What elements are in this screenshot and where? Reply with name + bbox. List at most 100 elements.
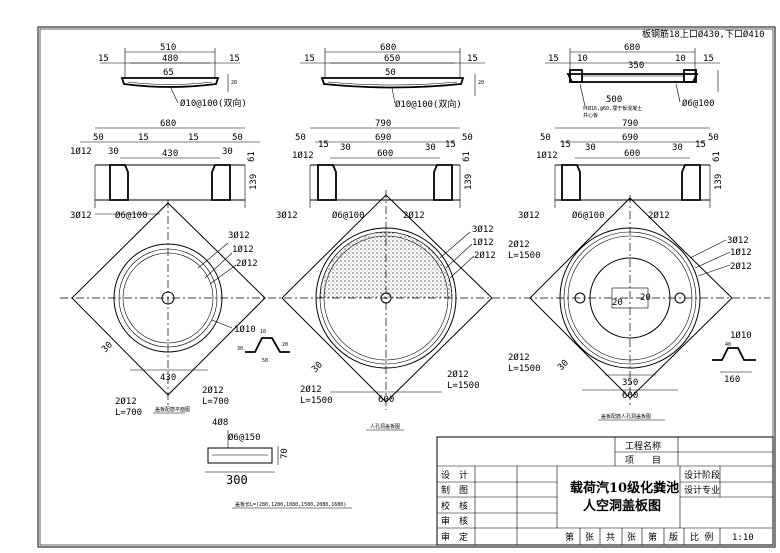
inner-border — [39, 28, 774, 546]
center-plan: 3Ø12 1Ø12 2Ø12 2Ø12 L=1500 2Ø12 L=1500 2… — [281, 190, 541, 431]
caption-left-plan: 盖板配筋平面图 — [155, 406, 190, 413]
svg-text:50: 50 — [295, 133, 306, 143]
svg-text:2Ø12: 2Ø12 — [730, 261, 752, 272]
svg-text:1Ø12: 1Ø12 — [472, 237, 494, 248]
role-draw: 制 图 — [441, 484, 468, 496]
svg-text:L=700: L=700 — [202, 397, 229, 407]
svg-text:2Ø12: 2Ø12 — [115, 396, 137, 407]
rebar-left-1012: 1Ø12 — [70, 146, 92, 157]
svg-text:2Ø12: 2Ø12 — [648, 210, 670, 221]
svg-text:2Ø12: 2Ø12 — [202, 385, 224, 396]
svg-text:3Ø12: 3Ø12 — [472, 224, 494, 235]
svg-text:L=1500: L=1500 — [508, 251, 541, 261]
svg-text:3Ø12: 3Ø12 — [727, 235, 749, 246]
svg-text:10: 10 — [260, 329, 266, 335]
svg-text:680: 680 — [160, 119, 176, 129]
svg-text:2Ø12: 2Ø12 — [508, 239, 530, 250]
svg-text:1Ø10: 1Ø10 — [730, 330, 752, 341]
rebar-left-top: Ø10@100(双向) — [180, 97, 247, 109]
svg-text:20: 20 — [478, 80, 484, 86]
svg-text:2Ø12: 2Ø12 — [508, 352, 530, 363]
svg-text:50: 50 — [262, 358, 268, 364]
left-plan: 3Ø12 1Ø12 2Ø12 1Ø10 30 430 2Ø12 L=700 2Ø… — [71, 200, 266, 418]
svg-text:15: 15 — [445, 140, 456, 150]
svg-text:15: 15 — [467, 54, 478, 64]
svg-text:1Ø12: 1Ø12 — [232, 244, 254, 255]
svg-text:61: 61 — [712, 151, 722, 162]
svg-text:500: 500 — [606, 95, 622, 105]
svg-text:30: 30 — [585, 143, 596, 153]
svg-text:3Ø12: 3Ø12 — [228, 230, 250, 241]
svg-text:Ø6@100: Ø6@100 — [332, 210, 365, 221]
svg-text:139: 139 — [249, 174, 259, 190]
center-top-elevation: 680 650 15 15 50 Ø10@100(双向) 20 — [300, 43, 485, 110]
item-label: 项 目 — [625, 455, 661, 466]
svg-text:15: 15 — [548, 54, 559, 64]
note-right-top: 板钢筋18上口Ø430,下口Ø410 — [642, 28, 765, 40]
svg-text:L=700: L=700 — [115, 408, 142, 418]
svg-text:30: 30 — [108, 147, 119, 157]
svg-text:30: 30 — [340, 143, 351, 153]
svg-text:680: 680 — [624, 43, 640, 53]
right-top-elevation: 板钢筋18上口Ø430,下口Ø410 680 10 350 10 15 15 5… — [545, 28, 765, 119]
rebar-center-top: Ø10@100(双向) — [395, 98, 462, 110]
svg-text:10: 10 — [675, 54, 686, 64]
title-block: 工程名称 项 目 设 计 制 图 校 核 审 核 审 定 载荷汽10级化粪池 人… — [436, 436, 774, 546]
svg-text:690: 690 — [622, 133, 638, 143]
right-section: 790 690 50 15 15 50 600 30 30 1Ø12 61 13… — [518, 119, 724, 221]
svg-text:50: 50 — [385, 68, 396, 78]
svg-text:790: 790 — [375, 119, 391, 129]
svg-text:3Ø12: 3Ø12 — [70, 210, 92, 221]
role-check: 校 核 — [441, 500, 468, 512]
caption-right-plan: 盖板配筋人孔洞盖板图 — [601, 413, 651, 420]
svg-text:30: 30 — [425, 143, 436, 153]
svg-text:790: 790 — [622, 119, 638, 129]
svg-text:61: 61 — [462, 151, 472, 162]
left-detail: 10 50 30 20 — [237, 329, 290, 364]
svg-text:30: 30 — [672, 143, 683, 153]
dim-left-65: 65 — [163, 68, 174, 78]
svg-text:350: 350 — [628, 61, 644, 71]
svg-text:600: 600 — [622, 391, 638, 401]
svg-text:15: 15 — [138, 133, 149, 143]
svg-text:20: 20 — [640, 293, 651, 303]
svg-text:350: 350 — [622, 378, 638, 388]
svg-text:1Ø12: 1Ø12 — [292, 150, 314, 161]
svg-text:50: 50 — [540, 133, 551, 143]
svg-text:30: 30 — [237, 346, 243, 352]
svg-text:2Ø12: 2Ø12 — [474, 250, 496, 261]
svg-text:30: 30 — [100, 340, 115, 355]
svg-text:15: 15 — [304, 54, 315, 64]
svg-text:430: 430 — [162, 149, 178, 159]
stage-label: 设计阶段 — [684, 469, 720, 481]
drawing-title-line-1: 载荷汽10级化粪池 — [570, 480, 679, 496]
svg-text:Ø6@100: Ø6@100 — [682, 98, 715, 109]
svg-text:2Ø12: 2Ø12 — [447, 369, 469, 380]
dim-left-15a: 15 — [98, 54, 109, 64]
svg-text:4Ø8: 4Ø8 — [212, 417, 228, 428]
project-name-label: 工程名称 — [625, 440, 661, 452]
dim-center-680: 680 — [380, 43, 396, 53]
svg-text:15: 15 — [318, 140, 329, 150]
dim-left-480: 480 — [162, 54, 178, 64]
role-approve: 审 定 — [441, 531, 468, 543]
svg-text:Ø6@150: Ø6@150 — [228, 432, 261, 443]
svg-text:L=1500: L=1500 — [508, 364, 541, 374]
svg-text:50: 50 — [232, 133, 243, 143]
outer-border — [37, 26, 776, 548]
svg-text:30: 30 — [222, 147, 233, 157]
svg-text:50: 50 — [462, 133, 473, 143]
svg-text:600: 600 — [624, 149, 640, 159]
svg-text:2Ø12: 2Ø12 — [236, 258, 258, 269]
dim-center-650: 650 — [384, 54, 400, 64]
left-top-elevation: 510 480 15 15 65 Ø10@100(双向) 20 — [98, 43, 247, 109]
caption-center-plan: 人孔洞盖板图 — [370, 423, 400, 430]
svg-text:430: 430 — [160, 373, 176, 383]
svg-text:15: 15 — [695, 140, 706, 150]
svg-text:20: 20 — [231, 80, 237, 86]
svg-text:20: 20 — [282, 342, 288, 348]
svg-text:井心板: 井心板 — [583, 112, 598, 119]
svg-text:L=1500: L=1500 — [447, 381, 480, 391]
svg-text:15: 15 — [560, 140, 571, 150]
